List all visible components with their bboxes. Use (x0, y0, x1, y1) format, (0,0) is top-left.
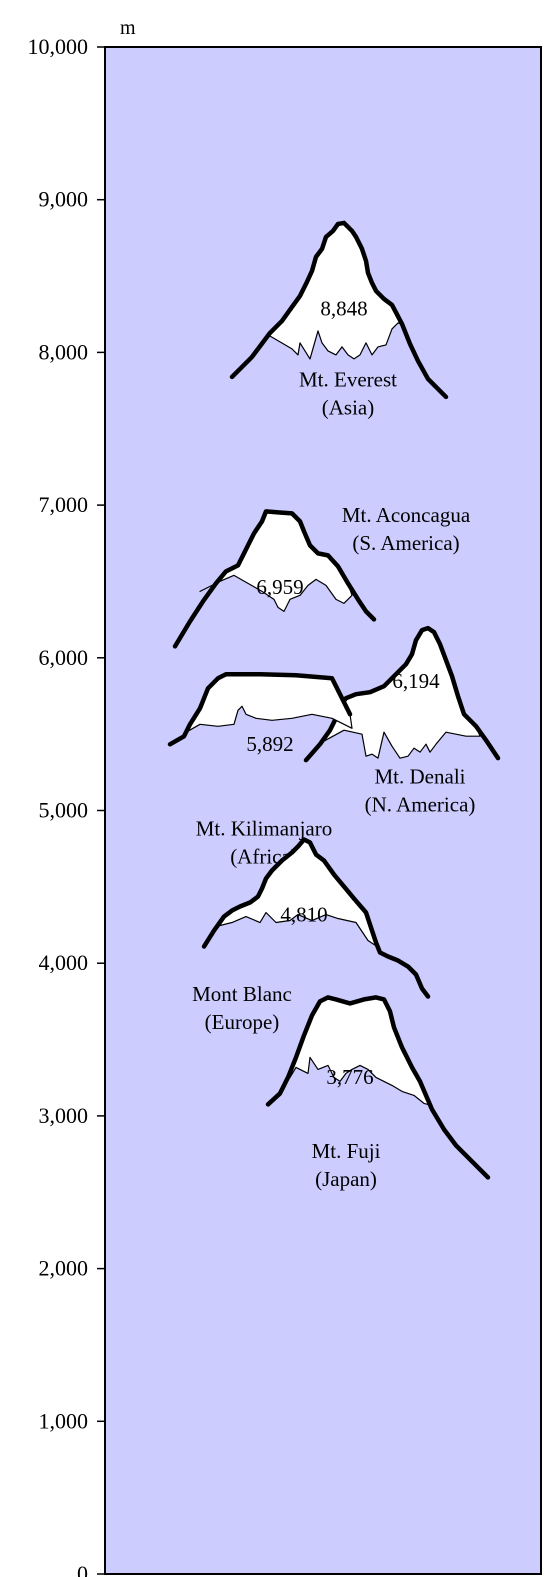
peak-height-label: 3,776 (326, 1065, 373, 1089)
y-unit-label: m (120, 17, 136, 39)
peak-name-label: Mt. Everest (299, 367, 397, 391)
peak-name-label: Mont Blanc (192, 982, 292, 1006)
y-tick-label: 4,000 (39, 950, 89, 975)
y-tick-label: 3,000 (39, 1103, 89, 1128)
peak-height-label: 6,959 (256, 575, 303, 599)
peak-height-label: 4,810 (280, 902, 327, 926)
peak-height-label: 8,848 (320, 296, 367, 320)
y-axis: 0 1,000 2,000 3,000 4,000 5,000 6,000 7,000 8,00… (28, 34, 105, 1577)
peak-region-label: (S. America) (352, 531, 459, 555)
y-tick-label: 6,000 (39, 645, 89, 670)
y-tick-label: 7,000 (39, 492, 89, 517)
y-tick-label: 8,000 (39, 339, 89, 364)
y-tick-label: 1,000 (39, 1408, 89, 1433)
y-tick-label: 0 (77, 1561, 88, 1577)
mountain-outline (172, 509, 377, 649)
peak-region-label: (N. America) (365, 792, 476, 816)
peak-region-label: (Asia) (322, 395, 374, 419)
peak-name-label: Mt. Denali (375, 764, 466, 788)
mountain-outline (265, 995, 491, 1180)
mountain-outline (201, 837, 431, 999)
peak-height-label: 5,892 (246, 732, 293, 756)
mountain-outline (229, 220, 449, 400)
mountain-outline (167, 672, 353, 747)
peak-region-label: (Europe) (205, 1010, 280, 1034)
peak-height-label: 6,194 (392, 669, 440, 693)
y-tick-label: 10,000 (28, 34, 89, 59)
y-tick-label: 2,000 (39, 1256, 89, 1281)
peak-region-label: (Japan) (315, 1167, 377, 1191)
y-tick-label: 5,000 (39, 798, 89, 823)
y-tick-label: 9,000 (39, 187, 89, 212)
peak-name-label: Mt. Fuji (312, 1139, 381, 1163)
peak-name-label: Mt. Kilimanjaro (196, 817, 332, 841)
peak-name-label: Mt. Aconcagua (342, 503, 471, 527)
mountain-aconcagua: 6,959 Mt. Aconcagua (S. America) (172, 503, 471, 649)
